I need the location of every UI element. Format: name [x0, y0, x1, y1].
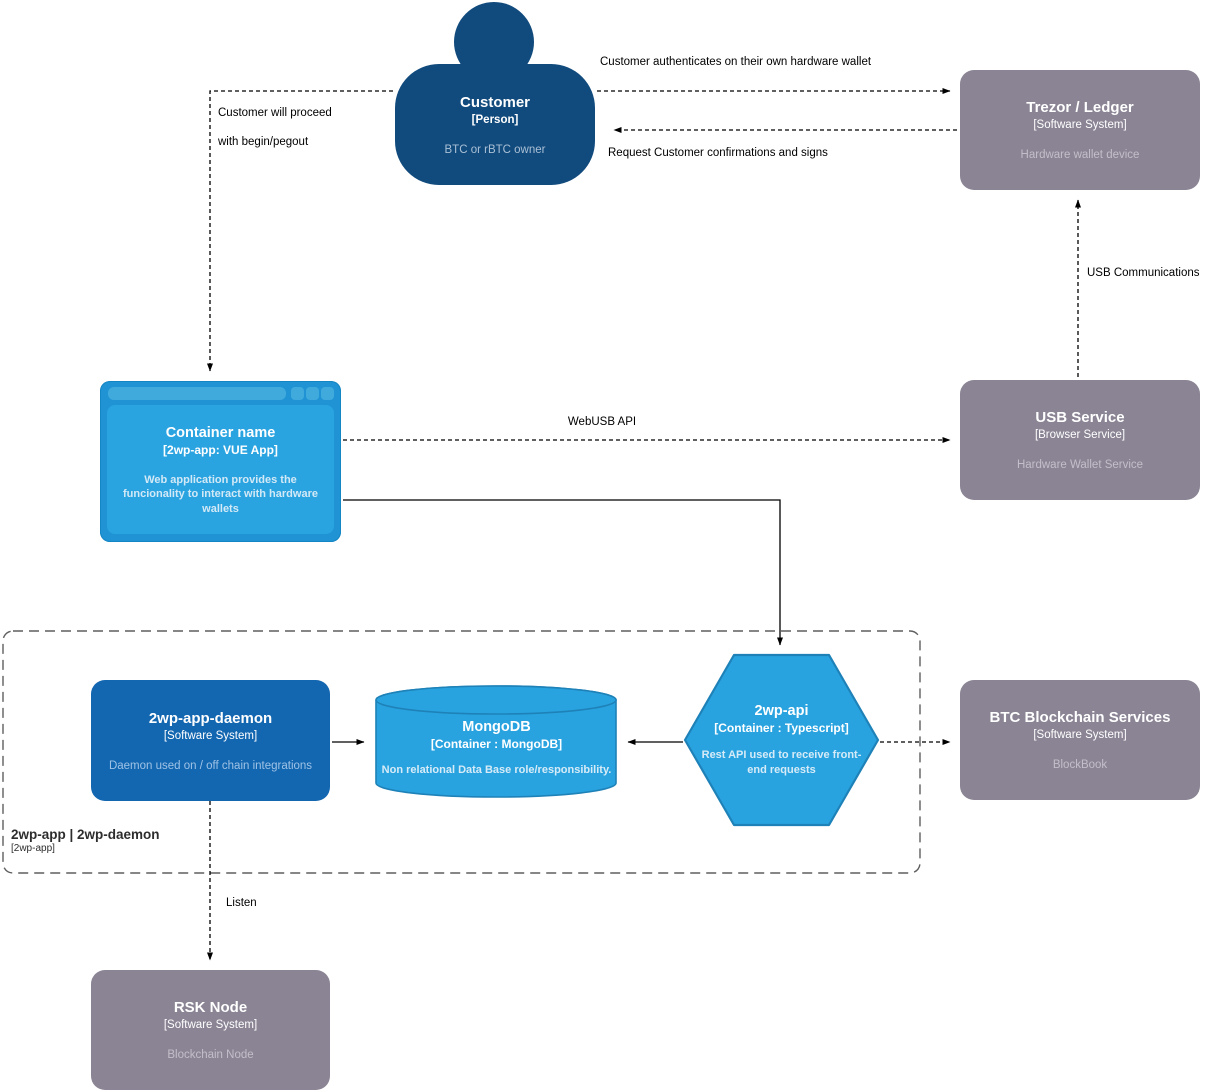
node-meta: [Browser Service] [1034, 429, 1126, 441]
node-title: USB Service [1035, 409, 1125, 426]
hexagon-body[interactable] [683, 653, 880, 827]
node-desc: Blockchain Node [167, 1049, 254, 1061]
node-meta: [Container : MongoDB] [430, 736, 563, 751]
node-desc: Rest API used to receive front-end reque… [701, 749, 862, 776]
node-mongodb[interactable]: MongoDB [Container : MongoDB] Non relati… [375, 703, 618, 793]
node-customer[interactable]: Customer [Person] BTC or rBTC owner [395, 64, 595, 185]
node-container-2wp-app[interactable]: Container name [2wp-app: VUE App] Web ap… [100, 381, 341, 542]
node-meta: [2wp-app: VUE App] [163, 443, 278, 457]
cylinder-top [375, 685, 617, 715]
node-title: 2wp-api [754, 703, 809, 720]
node-title: BTC Blockchain Services [989, 709, 1171, 726]
edge-label-proceed-line1: Customer will proceed [218, 107, 332, 119]
node-desc: Web application provides the funcionalit… [123, 474, 318, 515]
node-title: MongoDB [462, 718, 531, 735]
boundary-2wp-app-outline[interactable] [2, 630, 921, 874]
node-meta: [Container : Typescript] [714, 721, 849, 736]
edge-customer-to-container [207, 90, 393, 372]
mongodb-cylinder-shape[interactable] [374, 683, 619, 800]
node-btc-blockchain-services[interactable]: BTC Blockchain Services [Software System… [960, 680, 1200, 800]
node-usb-service[interactable]: USB Service [Browser Service] Hardware W… [960, 380, 1200, 500]
node-2wp-app-daemon[interactable]: 2wp-app-daemon [Software System] Daemon … [91, 680, 330, 801]
node-meta: [Software System] [163, 729, 258, 742]
edge-label-request-confirmations: Request Customer confirmations and signs [608, 147, 828, 159]
node-title: RSK Node [173, 999, 248, 1016]
node-meta: [Person] [471, 113, 519, 126]
node-desc: BTC or rBTC owner [444, 143, 546, 156]
node-meta: [Software System] [163, 1019, 258, 1031]
node-title: Customer [459, 93, 530, 111]
node-meta: [Software System] [1033, 729, 1127, 741]
boundary-meta: [2wp-app] [11, 843, 55, 854]
browser-address-bar [108, 387, 286, 400]
node-desc: Non relational Data Base role/responsibi… [381, 763, 612, 776]
browser-button-icon [306, 387, 319, 400]
2wp-api-hexagon-shape[interactable] [683, 653, 880, 827]
edge-label-webusb-api: WebUSB API [567, 416, 637, 428]
edge-container-to-api [343, 499, 783, 646]
node-title: Container name [165, 425, 276, 441]
node-2wp-api[interactable]: 2wp-api [Container : Typescript] Rest AP… [683, 653, 880, 827]
edge-label-usb-communications: USB Communications [1087, 267, 1200, 279]
node-title: 2wp-app-daemon [148, 709, 273, 727]
node-desc: Hardware Wallet Service [1016, 459, 1144, 471]
node-trezor-ledger[interactable]: Trezor / Ledger [Software System] Hardwa… [960, 70, 1200, 190]
node-meta: [Software System] [1033, 119, 1127, 131]
node-desc: Daemon used on / off chain integrations [108, 759, 313, 772]
node-desc: Hardware wallet device [1020, 149, 1140, 161]
browser-button-icon [291, 387, 304, 400]
browser-content-pane: Container name [2wp-app: VUE App] Web ap… [107, 405, 334, 534]
node-rsk-node[interactable]: RSK Node [Software System] Blockchain No… [91, 970, 330, 1090]
browser-button-icon [321, 387, 334, 400]
boundary-label: 2wp-app | 2wp-daemon [2wp-app] [11, 827, 160, 854]
node-title: Trezor / Ledger [1026, 99, 1134, 116]
node-desc: BlockBook [1052, 759, 1108, 771]
edge-label-listen: Listen [226, 897, 257, 909]
boundary-title: 2wp-app | 2wp-daemon [11, 827, 160, 842]
edge-label-authenticates: Customer authenticates on their own hard… [600, 56, 872, 68]
edge-label-proceed-line2: with begin/pegout [218, 136, 309, 148]
